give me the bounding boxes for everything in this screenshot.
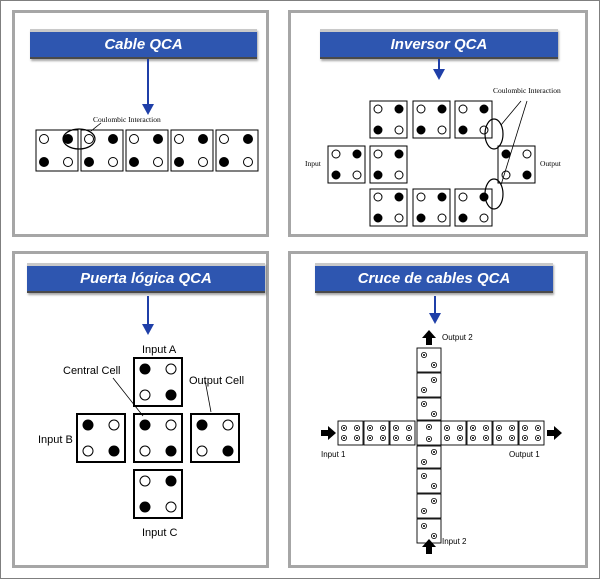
output-1-arrow-icon: [547, 426, 562, 440]
vertical-dots: [420, 352, 437, 539]
quantum-dots: [39, 134, 253, 167]
panel-inversor-qca: Inversor QCA: [288, 10, 588, 237]
central-cell-label: Central Cell: [63, 365, 120, 377]
interaction-ellipse-top: [484, 118, 504, 150]
cruce-cables-qca-title: Cruce de cables QCA: [315, 263, 553, 293]
annotation-leader-top: [500, 100, 522, 126]
horizontal-dot-centers: [343, 427, 539, 439]
input-b-cell: [76, 413, 126, 463]
coulombic-interaction-label: Coulombic Interaction: [493, 86, 561, 95]
input-c-label: Input C: [142, 527, 178, 539]
cell-grid: [327, 100, 536, 227]
input-1-arrow-icon: [321, 426, 336, 440]
puerta-logica-qca-title: Puerta lógica QCA: [27, 263, 265, 293]
output-label: Output: [540, 159, 562, 168]
panel-cruce-cables-qca: Cruce de cables QCA: [288, 251, 588, 568]
panel-cable-qca: Cable QCA Coulombic Interaction: [12, 10, 269, 237]
vertical-wire: [416, 347, 442, 544]
input-a-label: Input A: [142, 344, 177, 356]
interaction-ellipse-bottom: [484, 178, 504, 210]
coulombic-interaction-label: Coulombic Interaction: [93, 115, 161, 124]
central-cell: [133, 413, 183, 463]
puerta-logica-qca-diagram: Input A Central Cell Output Cell Input B…: [38, 296, 244, 539]
interaction-ellipse: [62, 128, 96, 150]
input-1-label: Input 1: [321, 450, 346, 459]
input-2-arrow-icon: [422, 539, 436, 554]
output-cell-label: Output Cell: [189, 375, 244, 387]
inversor-qca-diagram: Coulombic Interaction Input Output: [305, 59, 562, 227]
down-arrow-icon: [142, 104, 154, 115]
cell-row: [35, 129, 259, 172]
quantum-dots: [331, 104, 532, 223]
central-cell-leader: [112, 377, 144, 417]
input-b-label: Input B: [38, 434, 73, 446]
cruce-cables-qca-diagram: Output 2 Input 1 Output 1 Input 2: [321, 296, 562, 554]
output-cell: [190, 413, 240, 463]
down-arrow-icon: [142, 324, 154, 335]
output-2-arrow-icon: [422, 330, 436, 345]
down-arrow-icon: [433, 69, 445, 80]
input-label: Input: [305, 159, 322, 168]
vertical-dot-centers: [423, 354, 435, 537]
input-a-cell: [133, 357, 183, 407]
down-arrow-icon: [429, 313, 441, 324]
cable-qca-diagram: Coulombic Interaction: [35, 59, 259, 172]
output-2-label: Output 2: [442, 333, 473, 342]
majority-gate-cells: [76, 357, 240, 519]
input-c-cell: [133, 469, 183, 519]
annotation-leader: [90, 122, 102, 132]
cable-qca-title: Cable QCA: [30, 29, 257, 59]
quantum-dots: [82, 363, 234, 513]
output-cell-leader: [204, 379, 212, 413]
panel-puerta-logica-qca: Puerta lógica QCA Input A Central Cell O: [12, 251, 269, 568]
annotation-leader-bottom: [500, 100, 528, 186]
input-2-label: Input 2: [442, 537, 467, 546]
output-1-label: Output 1: [509, 450, 540, 459]
inversor-qca-title: Inversor QCA: [320, 29, 558, 59]
